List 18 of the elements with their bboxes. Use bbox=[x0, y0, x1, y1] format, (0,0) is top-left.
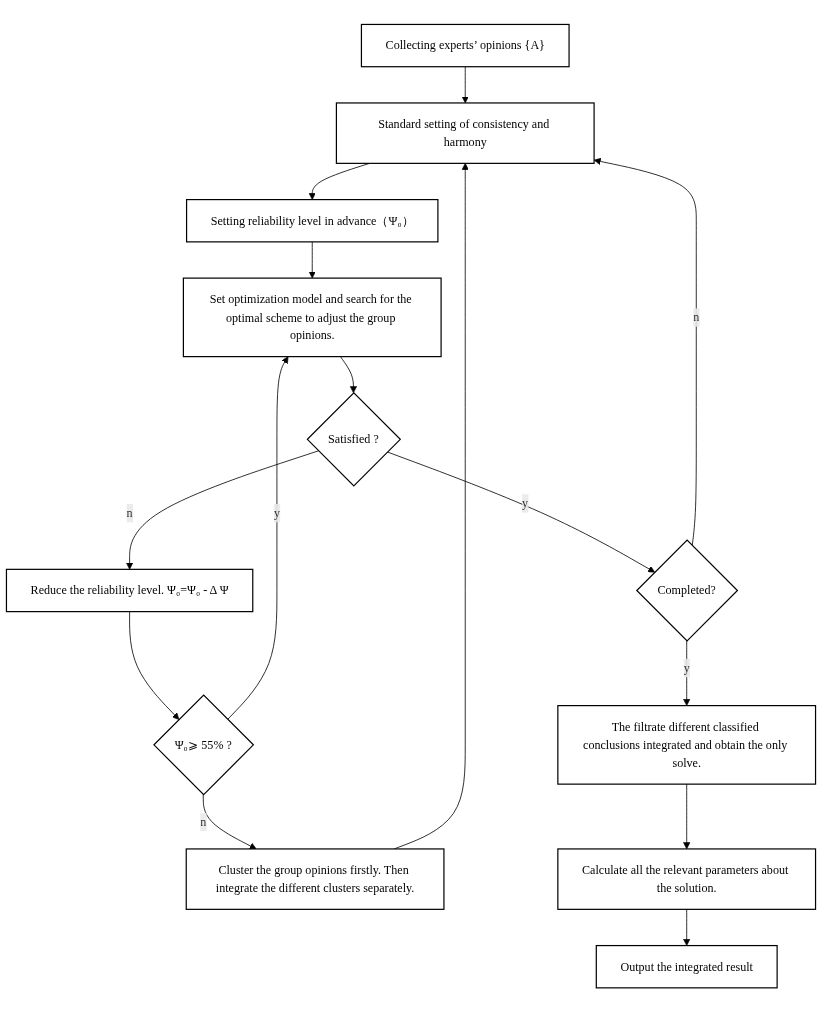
node-diamond: Satisfied ? bbox=[306, 392, 402, 487]
node-box: Standard setting of consistency and harmony bbox=[335, 102, 595, 165]
node-box: Set optimization model and search for the optimal scheme to adjust the group opinions. bbox=[182, 277, 442, 358]
edge-label: n bbox=[693, 311, 700, 324]
node-box: The filtrate different classified conclusions integrated and obtain the only solve. bbox=[557, 705, 817, 786]
node-box: Collecting experts’ opinions {A} bbox=[360, 24, 570, 68]
node-box: Cluster the group opinions firstly. Then integrate the different clusters separately. bbox=[185, 848, 445, 911]
edge-label: n bbox=[200, 815, 207, 829]
edge-label: n bbox=[126, 506, 133, 520]
node-diamond: Completed? bbox=[635, 539, 739, 642]
node-box: Setting reliability level in advance（Ψ₀） bbox=[185, 199, 439, 243]
edge-label: y bbox=[522, 496, 529, 510]
edge-label: y bbox=[683, 661, 690, 675]
edge-label: y bbox=[273, 506, 280, 520]
node-box: Calculate all the relevant parameters about the solution. bbox=[557, 848, 817, 911]
node-box: Reduce the reliability level. Ψ₀=Ψ₀ - Δ Ψ bbox=[5, 569, 254, 613]
node-diamond: Ψ₀⩾ 55% ? bbox=[153, 694, 255, 796]
node-box: Output the integrated result bbox=[595, 945, 778, 989]
